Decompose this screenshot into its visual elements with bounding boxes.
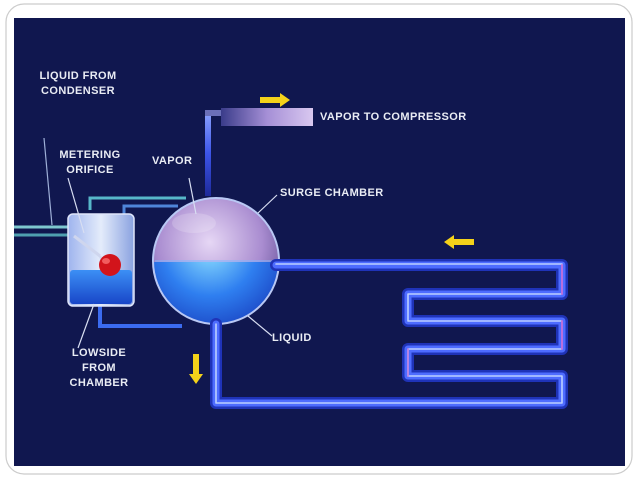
- label-line: LIQUID FROM: [39, 70, 117, 82]
- label-liquid-from-condenser: LIQUID FROM CONDENSER: [30, 69, 126, 99]
- label-line: CONDENSER: [41, 85, 115, 97]
- arrow-left-icon: [444, 235, 474, 249]
- diagram-panel: LIQUID FROM CONDENSER VAPOR TO COMPRESSO…: [14, 18, 625, 466]
- label-vapor-to-compressor: VAPOR TO COMPRESSOR: [320, 111, 467, 123]
- leader-condenser: [43, 137, 53, 226]
- label-lowside-from-chamber: LOWSIDE FROM CHAMBER: [58, 346, 140, 391]
- flow-arrows: [189, 93, 474, 384]
- vapor-line: [205, 108, 313, 196]
- evaporator-coil: [210, 259, 568, 409]
- label-line: METERING: [59, 149, 121, 161]
- surge-chamber: [152, 197, 280, 325]
- label-line: LOWSIDE: [71, 347, 127, 359]
- label-line: CHAMBER: [69, 377, 129, 389]
- float-ball: [99, 254, 121, 276]
- arrow-right-icon: [260, 93, 290, 107]
- arrow-down-icon: [189, 354, 203, 384]
- leader-lines: [67, 177, 278, 349]
- label-vapor: VAPOR: [152, 155, 193, 167]
- condenser-line: [14, 137, 76, 237]
- metering-chamber: [67, 213, 135, 307]
- label-line: FROM: [82, 362, 116, 374]
- label-metering-orifice: METERING ORIFICE: [50, 148, 130, 178]
- label-liquid: LIQUID: [272, 332, 312, 344]
- label-line: ORIFICE: [66, 164, 114, 176]
- label-surge-chamber: SURGE CHAMBER: [280, 187, 384, 199]
- surge-chamber-diagram: [14, 93, 568, 409]
